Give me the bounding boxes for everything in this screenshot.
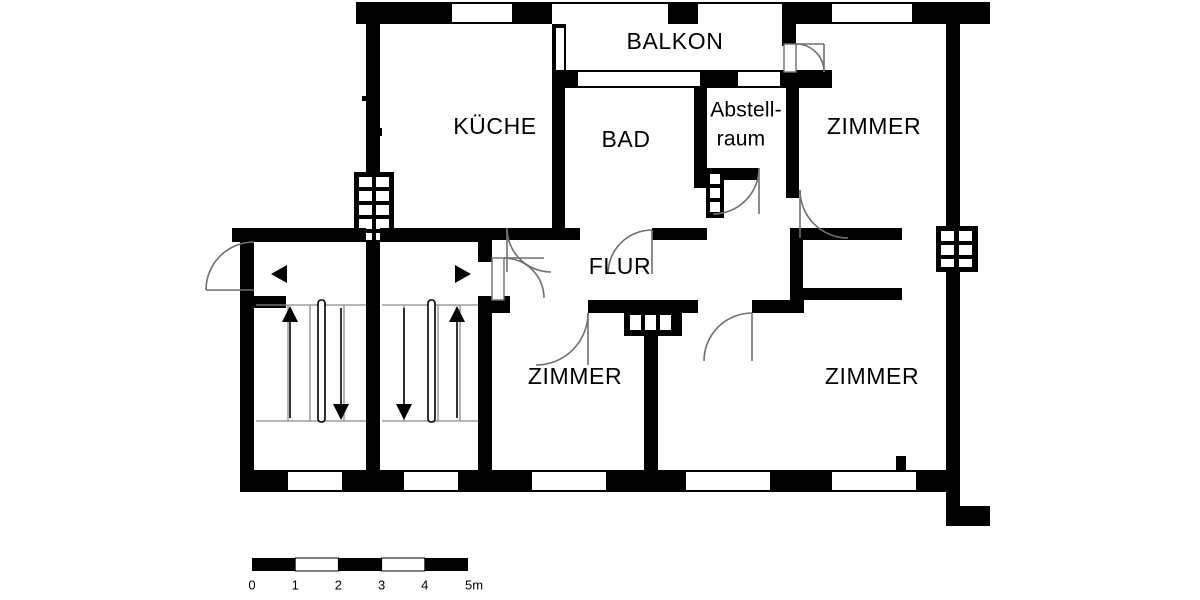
room-label-zimmer-bottom-right: ZIMMER: [825, 363, 919, 389]
bottom-exterior-wall: [240, 456, 990, 526]
entry-door-left: [205, 241, 255, 291]
scale-tick-4: 4: [421, 577, 428, 592]
door-bathroom: [607, 229, 653, 275]
scale-tick-1: 1: [292, 577, 299, 592]
door-zimmer-bottom-mid: [535, 312, 589, 366]
bottom-room-divider-wall: [644, 336, 658, 472]
chimney-block-hallway: [624, 310, 682, 336]
room-label-balkon: BALKON: [627, 28, 724, 54]
room-label-kueche: KÜCHE: [453, 113, 537, 139]
bathroom-walls: [552, 88, 707, 240]
balcony-structure: [552, 24, 832, 88]
entry-door-right: [491, 257, 545, 301]
hallway-upper-walls: [484, 228, 902, 300]
scale-tick-0: 0: [248, 577, 255, 592]
staircase-right: [382, 299, 478, 423]
scale-bar: 0 1 2 3 4 5m: [248, 557, 483, 592]
chimney-block-right: [936, 226, 978, 272]
door-storage-room: [712, 167, 760, 215]
door-zimmer-bottom-right: [703, 312, 753, 362]
scale-tick-2: 2: [335, 577, 342, 592]
door-kitchen: [506, 227, 552, 273]
staircase-left: [256, 299, 366, 423]
entry-direction-marker-right: [455, 265, 471, 283]
room-label-flur: FLUR: [589, 253, 651, 279]
right-exterior-wall: [946, 2, 960, 472]
room-label-zimmer-bottom-mid: ZIMMER: [528, 363, 622, 389]
entry-direction-marker-left: [271, 265, 287, 283]
room-label-bad: BAD: [601, 126, 650, 152]
storage-room-walls: [706, 88, 799, 218]
room-label-abstellraum-line1: Abstell-: [710, 99, 782, 122]
door-zimmer-top-right: [799, 189, 849, 239]
balcony-door: [795, 43, 825, 73]
scale-tick-3: 3: [378, 577, 385, 592]
room-label-abstellraum-line2: raum: [717, 128, 766, 151]
scale-tick-5: 5m: [465, 577, 483, 592]
room-label-zimmer-top-right: ZIMMER: [827, 113, 921, 139]
